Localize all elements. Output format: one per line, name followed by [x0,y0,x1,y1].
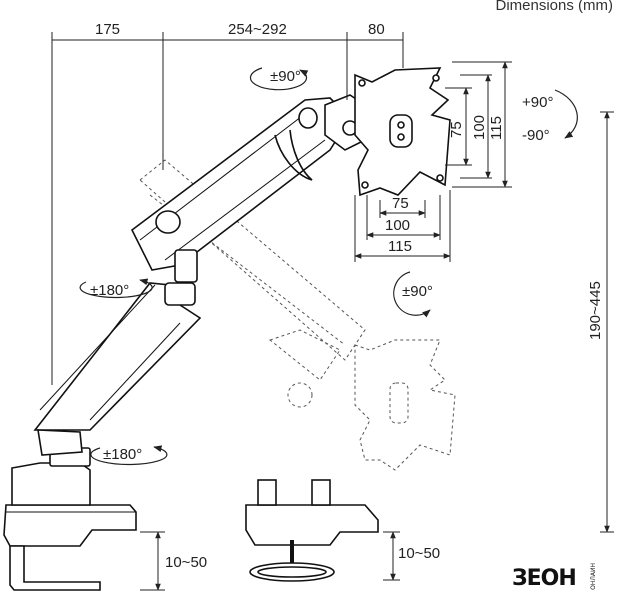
rot-base-swivel: ±180° [103,446,142,463]
grommet-base-right [245,479,379,582]
dim-head-depth: 80 [368,21,385,38]
lowered-arm-ghost [139,159,456,471]
dim-plate-h-115: 115 [388,238,412,255]
dim-plate-h-75: 75 [392,195,409,212]
rot-head-swivel: ±90° [270,68,301,85]
dim-clamp-right: 10~50 [398,545,440,562]
upper-arm [130,97,352,283]
dim-arm-reach: 254~292 [228,21,287,38]
dim-clamp-left: 10~50 [165,554,207,571]
dim-plate-v-115: 115 [488,116,505,140]
rot-tilt-up: +90° [522,94,553,111]
brand-logo: ЗЕОН [512,566,577,591]
lower-arm [33,282,202,456]
rot-tilt-down: -90° [522,127,550,144]
dimension-lines [51,32,614,591]
dim-plate-h-100: 100 [385,217,410,234]
diagram-title: Dimensions (mm) [495,0,613,14]
vesa-plate [354,67,451,197]
dim-height-range: 190~445 [587,281,604,340]
rot-elbow-swivel: ±180° [90,282,129,299]
dim-plate-v-75: 75 [448,121,465,138]
brand-logo-sub: ОНЛАЙН [590,563,597,590]
rotation-arrows [79,67,578,466]
dim-plate-v-100: 100 [471,115,488,140]
dim-arm-base-depth: 175 [95,21,120,38]
rot-plate-rotate: ±90° [402,283,433,300]
desk-clamp-left [3,447,137,591]
